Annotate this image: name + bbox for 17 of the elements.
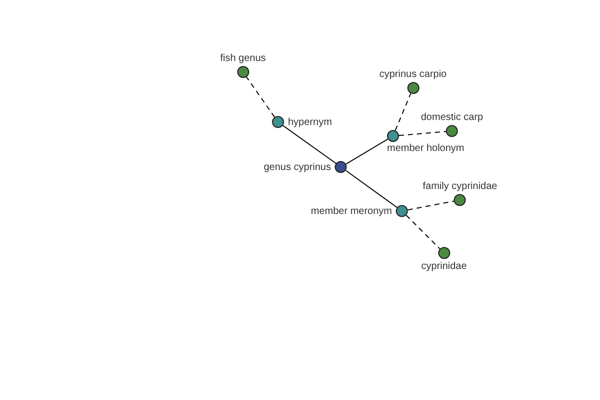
dashed-connector — [398, 131, 447, 136]
node-label: cyprinidae — [421, 261, 467, 272]
node-label: member meronym — [310, 206, 392, 216]
connector-line — [346, 138, 388, 164]
dashed-connector — [407, 200, 455, 210]
node-label: family cyprinidae — [422, 181, 498, 192]
dashed-connector — [394, 93, 412, 131]
dashed-connector — [246, 76, 276, 118]
node-label: genus cyprinus — [264, 162, 331, 172]
connector-line — [282, 124, 337, 164]
node-label: domestic carp — [420, 112, 484, 123]
node-label: fish genus — [220, 53, 266, 64]
node-label: hypernym — [288, 116, 332, 128]
dashed-connector — [406, 214, 440, 250]
connector-line — [345, 170, 398, 208]
node-label: cyprinus carpio — [379, 69, 447, 80]
node-label: member holonym — [387, 143, 464, 154]
